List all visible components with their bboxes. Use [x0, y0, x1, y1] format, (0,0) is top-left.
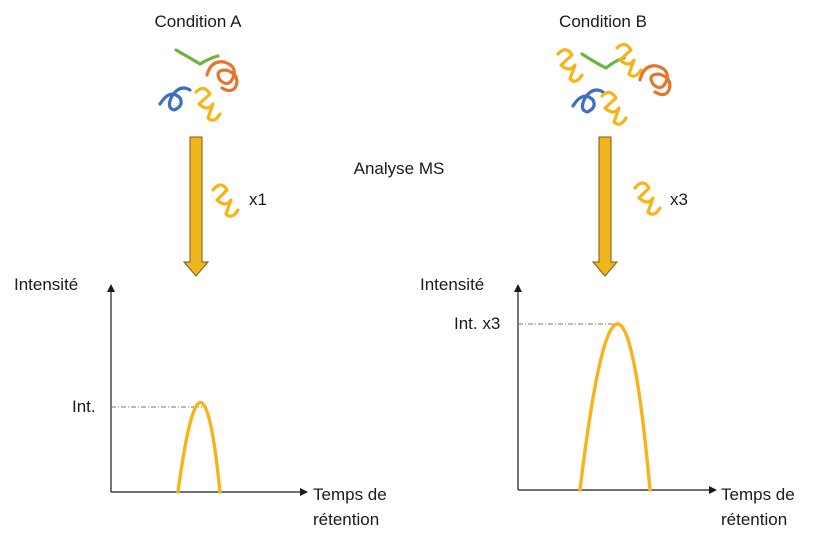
peak-a-label: Int.	[72, 397, 96, 416]
x-axis-a-label-line1: Temps de	[313, 485, 387, 504]
protein-mixture-a-icon	[158, 48, 239, 122]
blue-peptide-icon	[571, 88, 605, 114]
orange-peptide-icon	[638, 64, 672, 97]
condition-b-label: Condition B	[559, 12, 647, 31]
peak-a	[176, 400, 222, 494]
yellow-peptide-icon	[194, 86, 222, 122]
blue-peptide-icon	[158, 86, 192, 112]
chromatogram-a: Intensité Temps de rétention Int.	[14, 275, 387, 529]
peptide-b-icon	[633, 181, 662, 216]
yellow-peptide-icon	[600, 90, 628, 126]
multiplier-a-label: x1	[249, 190, 267, 209]
peptide-a-icon	[211, 183, 240, 218]
chromatogram-b: Intensité Temps de rétention Int. x3	[420, 275, 795, 529]
condition-a-label: Condition A	[155, 12, 243, 31]
y-axis-b-label: Intensité	[420, 275, 484, 294]
green-peptide-icon	[580, 52, 626, 70]
x-axis-b-label-line2: rétention	[721, 510, 787, 529]
yellow-peptide-icon	[556, 48, 584, 83]
y-axis-a-label: Intensité	[14, 275, 78, 294]
multiplier-b-label: x3	[670, 190, 688, 209]
x-axis-b-label-line1: Temps de	[721, 485, 795, 504]
protein-mixture-b-icon	[556, 42, 672, 126]
orange-peptide-icon	[205, 60, 239, 93]
green-peptide-icon	[174, 48, 220, 66]
peak-b-label: Int. x3	[454, 314, 500, 333]
down-arrow-b-icon	[591, 136, 619, 277]
down-arrow-a-icon	[182, 136, 210, 277]
peak-b	[578, 322, 652, 492]
yellow-peptide-icon	[615, 42, 643, 78]
analysis-label: Analyse MS	[354, 159, 445, 178]
x-axis-a-label-line2: rétention	[313, 510, 379, 529]
